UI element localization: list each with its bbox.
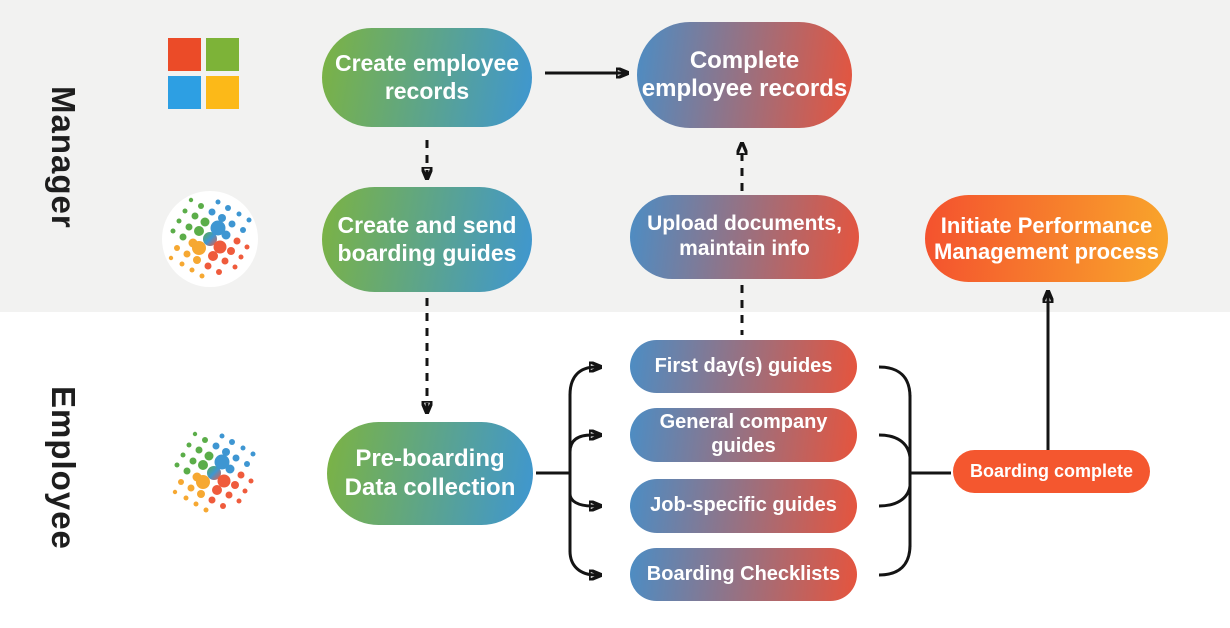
node-label: Job-specific guides bbox=[650, 494, 837, 517]
node-label: Boarding complete bbox=[969, 460, 1134, 481]
node-create-employee-records: Create employee records bbox=[322, 28, 532, 127]
node-job-specific-guides: Job-specific guides bbox=[630, 479, 857, 533]
microsoft-logo-green-square bbox=[206, 38, 239, 71]
node-pre-boarding-data-collection: Pre-boarding Data collection bbox=[327, 422, 533, 525]
node-boarding-complete: Boarding complete bbox=[953, 450, 1150, 493]
people-dots-icon bbox=[172, 431, 256, 513]
node-initiate-performance-management: Initiate Performance Management process bbox=[925, 195, 1168, 282]
node-label: Upload documents, maintain info bbox=[647, 212, 842, 260]
node-complete-employee-records: Complete employee records bbox=[637, 22, 852, 128]
node-boarding-checklists: Boarding Checklists bbox=[630, 548, 857, 601]
node-label: General company guides bbox=[659, 411, 828, 457]
microsoft-logo-yellow-square bbox=[206, 76, 239, 109]
people-dots-icon bbox=[168, 197, 252, 279]
node-label: Create and send boarding guides bbox=[337, 212, 517, 266]
node-create-and-send-boarding-guides: Create and send boarding guides bbox=[322, 187, 532, 292]
manager-lane-label: Manager bbox=[45, 86, 82, 229]
node-label: Create employee records bbox=[334, 50, 520, 104]
microsoft-logo-red-square bbox=[168, 38, 201, 71]
node-label: Complete employee records bbox=[641, 46, 848, 102]
node-label: First day(s) guides bbox=[654, 354, 833, 377]
node-general-company-guides: General company guides bbox=[630, 408, 857, 462]
employee-lane-label: Employee bbox=[45, 386, 82, 550]
node-label: Initiate Performance Management process bbox=[934, 212, 1159, 264]
node-label: Pre-boarding Data collection bbox=[344, 445, 516, 501]
node-upload-documents-maintain-info: Upload documents, maintain info bbox=[630, 195, 859, 279]
node-label: Boarding Checklists bbox=[646, 562, 841, 585]
microsoft-logo-blue-square bbox=[168, 76, 201, 109]
node-first-day-guides: First day(s) guides bbox=[630, 340, 857, 393]
microsoft-logo-icon bbox=[168, 38, 239, 109]
